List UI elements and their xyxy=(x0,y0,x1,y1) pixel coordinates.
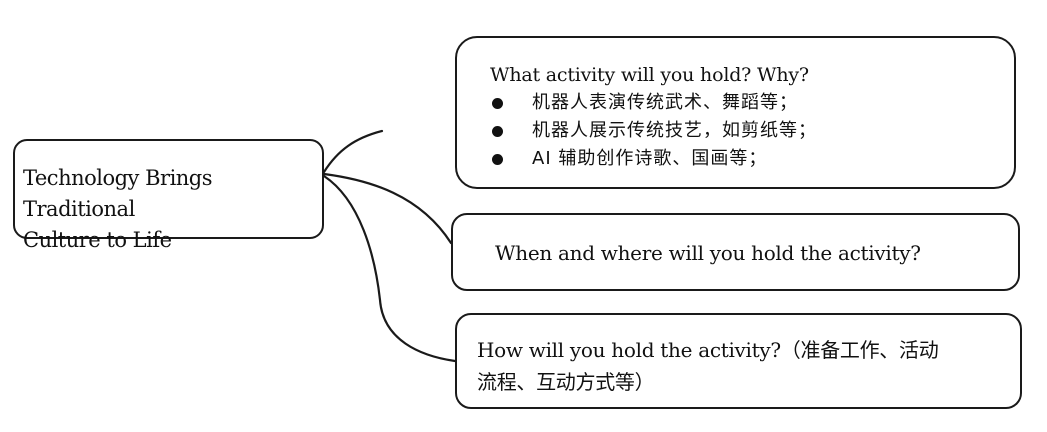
activity-bullet-text: 机器人展示传统技艺，如剪纸等； xyxy=(532,120,817,141)
central-topic-box: Technology Brings Traditional Culture to… xyxy=(13,139,324,252)
central-topic-line-2: Culture to Life xyxy=(23,228,172,252)
activity-bullet-item: AI 辅助创作诗歌、国画等； xyxy=(490,145,1004,173)
time-place-question: When and where will you hold the activit… xyxy=(495,241,921,265)
method-branch-box: How will you hold the activity?（准备工作、活动 … xyxy=(455,313,1022,409)
activity-bullet-text: AI 辅助创作诗歌、国画等； xyxy=(532,148,768,169)
bullet-dot-icon xyxy=(492,98,503,109)
activity-bullet-text: 机器人表演传统武术、舞蹈等； xyxy=(532,92,798,113)
central-topic-line-1: Technology Brings Traditional xyxy=(23,166,213,221)
bullet-dot-icon xyxy=(492,126,503,137)
connector-to-activity xyxy=(322,129,384,174)
connector-to-method xyxy=(322,174,457,363)
activity-branch-box: What activity will you hold? Why? 机器人表演传… xyxy=(455,36,1016,189)
activity-bullet-item: 机器人展示传统技艺，如剪纸等； xyxy=(490,117,1004,145)
method-question-line-2: 流程、互动方式等） xyxy=(477,370,655,394)
activity-bullet-list: 机器人表演传统武术、舞蹈等； 机器人展示传统技艺，如剪纸等； AI 辅助创作诗歌… xyxy=(490,89,1004,173)
activity-question: What activity will you hold? Why? xyxy=(490,64,809,86)
activity-bullet-item: 机器人表演传统武术、舞蹈等； xyxy=(490,89,1004,117)
connector-to-time-place xyxy=(322,172,453,245)
method-question-line-1: How will you hold the activity?（准备工作、活动 xyxy=(477,338,939,362)
time-place-branch-box: When and where will you hold the activit… xyxy=(451,213,1020,291)
bullet-dot-icon xyxy=(492,154,503,165)
